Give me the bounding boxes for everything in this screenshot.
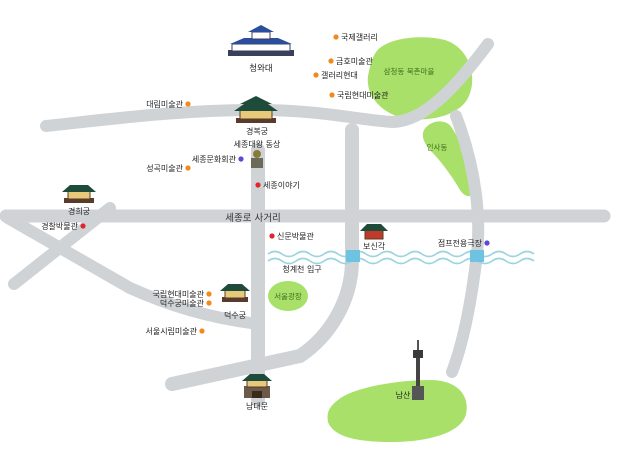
bosingak-icon[interactable] — [360, 224, 388, 240]
svg-text:점프전용극장: 점프전용극장 — [438, 238, 483, 248]
orange-dot-icon — [333, 34, 339, 40]
cheongwadae-icon[interactable] — [228, 25, 294, 56]
cheonggyecheon-stream — [267, 250, 535, 265]
orange-dot-icon — [329, 92, 335, 98]
svg-text:국제갤러리: 국제갤러리 — [341, 32, 378, 42]
label-sejongno: 세종로 사거리 — [225, 213, 280, 224]
poi-mmca[interactable]: 국립현대미술관 — [329, 90, 389, 100]
poi-kukje-gallery[interactable]: 국제갤러리 — [333, 32, 378, 42]
svg-text:경찰박물관: 경찰박물관 — [41, 221, 78, 231]
poi-sema[interactable]: 서울시립미술관 — [145, 326, 205, 336]
orange-dot-icon — [185, 101, 191, 107]
namdaemun-icon[interactable] — [242, 374, 272, 398]
red-dot-icon — [255, 182, 261, 188]
svg-text:대림미술관: 대림미술관 — [146, 99, 183, 109]
svg-text:서울시립미술관: 서울시립미술관 — [145, 326, 197, 336]
label-insadong: 인사동 — [427, 142, 448, 152]
orange-dot-icon — [206, 300, 212, 306]
poi-sejong-story[interactable]: 세종이야기 — [255, 180, 300, 190]
roads — [0, 38, 611, 407]
label-seoul-plaza: 서울광장 — [274, 291, 302, 301]
svg-text:신문박물관: 신문박물관 — [277, 231, 314, 241]
purple-dot-icon — [484, 240, 490, 246]
svg-text:세종문화회관: 세종문화회관 — [192, 154, 237, 164]
purple-dot-icon — [238, 156, 244, 162]
label-samcheong: 삼청동 북촌마을 — [384, 66, 435, 76]
gyeonghuigung-icon[interactable] — [62, 185, 96, 203]
label-gyeongbokgung: 경복궁 — [246, 126, 268, 136]
namsan-tower-icon[interactable] — [412, 340, 424, 400]
poi-newspaper-museum[interactable]: 신문박물관 — [269, 231, 314, 241]
gyeongbokgung-icon[interactable] — [234, 96, 278, 123]
poi-mmca-deoksugung[interactable]: 국립현대미술관 덕수궁미술관 — [152, 289, 212, 308]
svg-text:세종이야기: 세종이야기 — [263, 180, 300, 190]
label-namsan: 남산 — [396, 390, 411, 400]
parks — [268, 37, 477, 442]
stream-crossing-east — [470, 250, 484, 262]
svg-text:갤러리현대: 갤러리현대 — [321, 70, 358, 80]
label-cheongwadae: 청와대 — [249, 63, 272, 74]
label-deoksugung: 덕수궁 — [224, 310, 246, 320]
label-cheonggyecheon: 청계천 입구 — [282, 264, 321, 274]
svg-text:금호미술관: 금호미술관 — [336, 56, 373, 66]
poi-gallery-hyundai[interactable]: 갤러리현대 — [313, 70, 358, 80]
stream-wave-top — [267, 250, 535, 258]
road-east-curve[interactable] — [165, 123, 359, 391]
label-gyeonghuigung: 경희궁 — [68, 206, 90, 216]
svg-text:국립현대미술관: 국립현대미술관 — [337, 90, 389, 100]
poi-seonggok-museum[interactable]: 성곡미술관 — [146, 163, 191, 173]
sejong-statue-icon[interactable] — [251, 150, 263, 168]
red-dot-icon — [80, 223, 86, 229]
poi-kumho-museum[interactable]: 금호미술관 — [328, 56, 373, 66]
road-southwest-diagonal[interactable] — [2, 212, 264, 330]
label-sejong-statue: 세종대왕 동상 — [234, 139, 281, 149]
poi-police-museum[interactable]: 경찰박물관 — [41, 221, 86, 231]
deoksugung-icon[interactable] — [220, 284, 250, 302]
stream-crossing-west — [346, 250, 360, 262]
poi-daelim-museum[interactable]: 대림미술관 — [146, 99, 191, 109]
label-namdaemun: 남대문 — [246, 402, 268, 411]
svg-text:국립현대미술관: 국립현대미술관 — [152, 289, 204, 299]
park-seoul-plaza[interactable] — [268, 281, 308, 311]
poi-jump-theater[interactable]: 점프전용극장 — [438, 238, 490, 248]
orange-dot-icon — [185, 165, 191, 171]
svg-text:성곡미술관: 성곡미술관 — [146, 163, 183, 173]
orange-dot-icon — [206, 291, 212, 297]
road-north-arc[interactable] — [40, 38, 494, 132]
orange-dot-icon — [313, 72, 319, 78]
label-bosingak: 보신각 — [363, 241, 386, 251]
red-dot-icon — [269, 233, 275, 239]
poi-sejong-center[interactable]: 세종문화회관 — [192, 154, 244, 164]
stream-wave-bottom — [267, 257, 535, 265]
orange-dot-icon — [328, 58, 334, 64]
park-namsan[interactable] — [327, 380, 467, 442]
orange-dot-icon — [199, 328, 205, 334]
park-insadong[interactable] — [422, 121, 477, 197]
svg-text:덕수궁미술관: 덕수궁미술관 — [160, 298, 205, 308]
